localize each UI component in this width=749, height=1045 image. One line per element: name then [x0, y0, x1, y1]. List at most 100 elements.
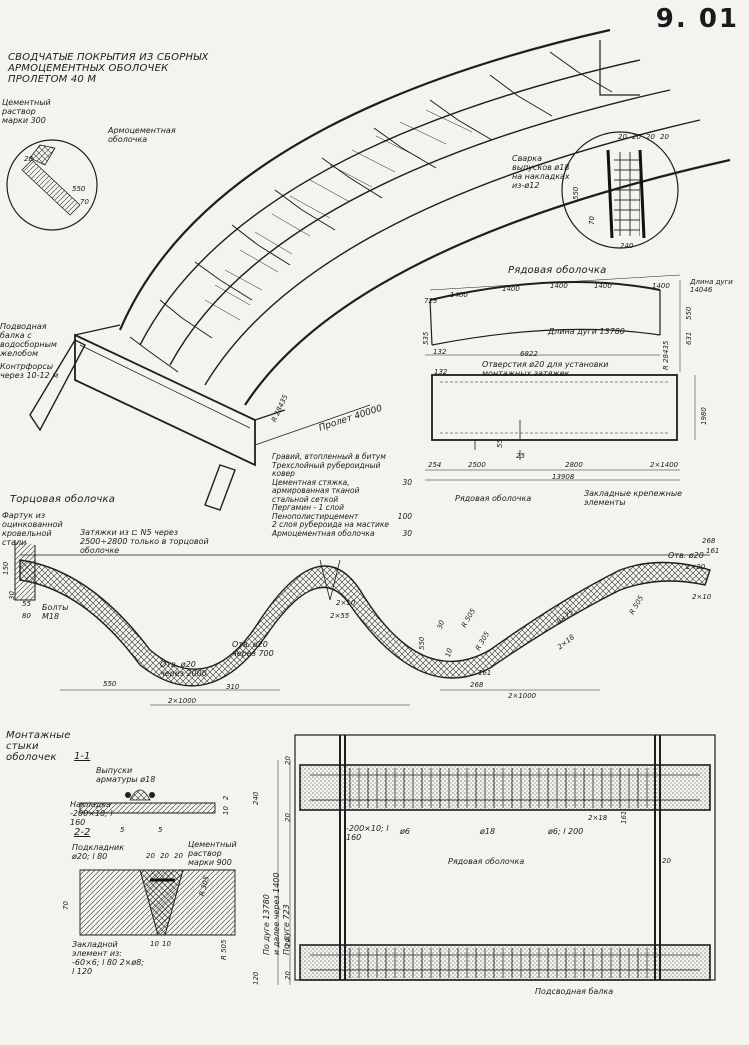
end-dim: 80	[22, 612, 31, 620]
row-radius: R 28435	[662, 340, 670, 370]
end-dim: 161	[478, 669, 492, 677]
row-dim: 1400	[594, 282, 612, 290]
layer-name: Пергамин - 1 слой	[272, 503, 344, 512]
plan-dim: 2×1400	[650, 461, 679, 469]
row-dim: 132	[433, 348, 447, 356]
plan-side-c: По дуге 723	[282, 904, 291, 955]
row-dim: 631	[685, 331, 693, 345]
sec2-dim: 20	[174, 852, 183, 860]
plan-dim: 132	[434, 368, 448, 376]
row-dim: 1400	[502, 285, 520, 293]
layer-row: 2 слоя рубероида на мастике	[272, 520, 412, 530]
hole-label-1: Отв. ø20 через 700	[232, 640, 274, 658]
layer-name: Армоцементная оболочка	[272, 528, 375, 538]
sheet-number: 9. 01	[655, 4, 739, 34]
detail-dim: 550	[72, 185, 86, 193]
layer-row: Пенополистирцемент 100	[272, 511, 412, 522]
plan-bar18: ø18	[480, 827, 496, 836]
plan-bar6: ø6	[400, 827, 410, 836]
layer-row: Трехслойный рубероидный ковер	[272, 460, 412, 479]
weld-dim: 70	[588, 216, 596, 225]
plate-label: Накладка -200×10; l 160	[70, 800, 113, 827]
row-shell-plan	[425, 374, 696, 481]
end-dim: 161	[706, 547, 720, 555]
hole-label-3: Отв. ø20	[668, 551, 704, 560]
plate-dim: 5	[120, 826, 125, 834]
section-2-2: 2-2	[74, 827, 91, 838]
plate-dim: 2	[222, 795, 230, 800]
layer-name: Трехслойный рубероидный ковер	[272, 460, 381, 478]
plan-dim: 2×18	[588, 814, 608, 822]
end-dim: 2×10	[692, 593, 712, 601]
end-dim: 310	[226, 683, 240, 691]
end-dim: 2×1000	[508, 692, 537, 700]
end-dim: 2×55	[330, 612, 350, 620]
sec2-dim: 10	[162, 940, 171, 948]
detail-circle-right	[561, 131, 679, 249]
end-dim: 550	[103, 680, 117, 688]
embedded-elements-label: Закладные крепежные элементы	[584, 489, 683, 507]
row-chord: 6822	[520, 350, 538, 358]
plan-side-b: и далее через 1400	[272, 872, 281, 955]
weld-dim: 20	[618, 133, 627, 141]
holes-label: Отверстия ø20 для установки монтажных за…	[482, 360, 609, 378]
row-shell-elevation	[425, 274, 681, 372]
row-shell-title: Рядовая оболочка	[508, 265, 607, 276]
plan-dim: 161	[620, 810, 628, 824]
layer-name: Пенополистирцемент	[272, 511, 359, 521]
embedded-element-label: Закладной элемент из: -60×6; l 80 2×ø8; …	[72, 940, 145, 976]
ties-label: Затяжки из ⊏ N5 через 2500÷2800 только в…	[80, 528, 209, 555]
apron-label: Фартук из оцинкованной кровельной стали	[2, 511, 63, 547]
detail-circle-left	[6, 139, 98, 231]
plan-dim: 13908	[552, 473, 575, 481]
weld-dim: 240	[620, 242, 634, 250]
row-dim: 535	[422, 331, 430, 345]
end-shell-title: Торцовая оболочка	[10, 494, 116, 505]
layer-thickness: 30	[402, 528, 412, 538]
plan-side-dim: 20	[284, 938, 292, 947]
arc-length: Длина дуги 13780	[548, 327, 625, 336]
row-dim: 723	[424, 297, 438, 305]
weld-dim: 550	[572, 186, 580, 200]
counterforts-label: Контрфорсы через 10-12 м	[0, 362, 59, 380]
row-dim: 1400	[450, 291, 468, 299]
arc-length-2: Длина дуги 14046	[690, 278, 733, 294]
joints-plan	[277, 734, 716, 985]
layer-row: Армоцементная оболочка 30	[272, 528, 412, 539]
layer-name: Цементная стяжка, армированная тканой ст…	[272, 477, 360, 504]
plan-bar6b: ø6; l 200	[548, 827, 584, 836]
layer-thickness: 30	[402, 477, 412, 487]
plate-dim: 10	[222, 806, 230, 815]
end-shell-section	[14, 540, 711, 706]
layer-name: 2 слоя рубероида на мастике	[272, 520, 390, 529]
row-dim: 550	[685, 306, 693, 320]
plan-beam: Подсводная балка	[535, 987, 614, 996]
spacer-label: Подкладник ø20; l 80	[72, 843, 125, 861]
plan-side-dim: 20	[284, 813, 292, 822]
plan-side-a: По дуге 13780	[262, 894, 271, 955]
drawing-title: Сводчатые покрытия из сборных армоцемент…	[8, 52, 209, 85]
end-dim: 150	[2, 561, 10, 575]
vault-perspective	[29, 28, 731, 511]
welding-label: Сварка выпусков ø18 на накладках из-ø12	[512, 154, 570, 190]
detail-dim: 20	[24, 155, 33, 163]
plan-dim: 254	[428, 461, 442, 469]
end-dim: 30	[8, 591, 16, 600]
plan-side-dim: 20	[284, 756, 292, 765]
supporting-beam-label: Подводная балка с водосборным желобом	[0, 322, 57, 358]
ferrocement-shell-label: Армоцементная оболочка	[108, 126, 176, 144]
sec2-dim: 70	[62, 901, 70, 910]
weld-dim: 20	[646, 133, 655, 141]
layer-thickness: 100	[397, 511, 412, 521]
detail-dim: 70	[80, 198, 89, 206]
joint-section-1-1	[79, 789, 216, 814]
bolts-label: Болты М18	[42, 603, 69, 621]
sec2-dim: 20	[160, 852, 169, 860]
plan-side-dim: 120	[252, 971, 260, 985]
plan-row-shell: Рядовая оболочка	[448, 857, 525, 866]
end-dim: 268	[470, 681, 484, 689]
weld-dim: 20	[660, 133, 669, 141]
